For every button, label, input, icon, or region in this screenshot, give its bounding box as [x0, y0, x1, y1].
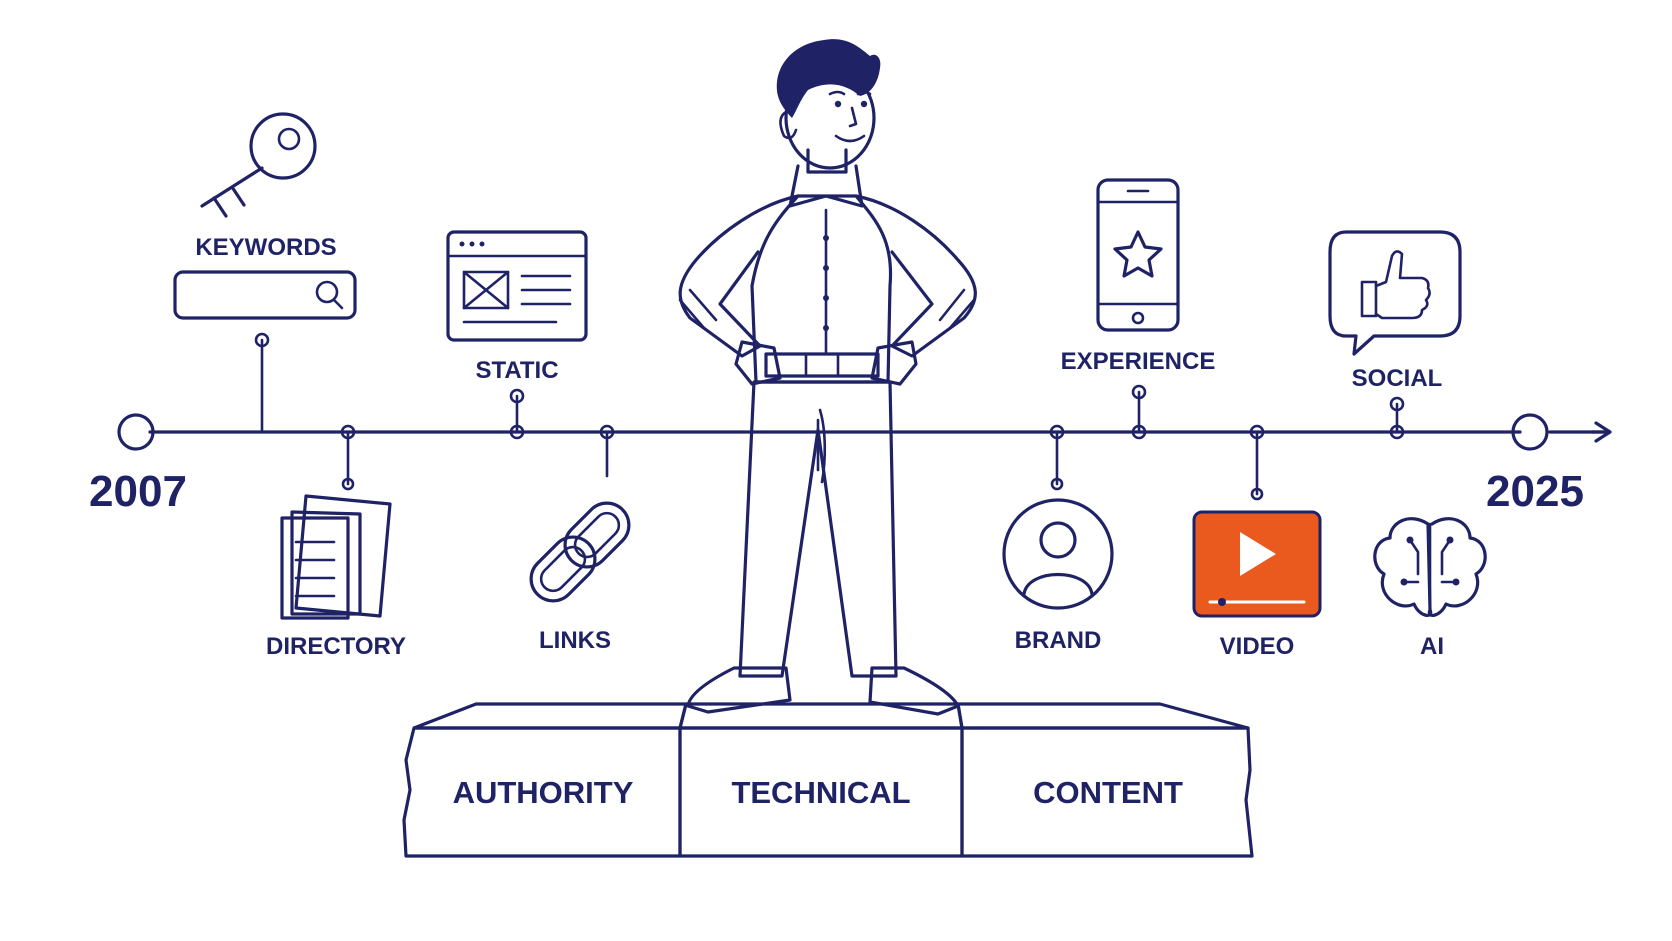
video-play-icon	[1192, 510, 1322, 618]
milestone-keywords: KEYWORDS	[173, 112, 357, 320]
ear	[779, 110, 798, 140]
label-brand: BRAND	[1015, 627, 1102, 654]
user-avatar-icon	[1002, 498, 1114, 610]
label-keywords: KEYWORDS	[195, 234, 336, 261]
timeline: 2007 2025	[89, 413, 1612, 516]
pedestal: AUTHORITY TECHNICAL CONTENT	[402, 702, 1254, 858]
right-shoe	[868, 666, 960, 716]
milestone-experience: EXPERIENCE	[1061, 178, 1216, 375]
belt	[764, 352, 880, 378]
label-links: LINKS	[539, 627, 611, 654]
documents-icon	[280, 494, 392, 620]
smile	[834, 134, 866, 143]
start-year: 2007	[89, 467, 187, 516]
milestone-ai: AI	[1373, 517, 1487, 660]
timeline-start-node	[117, 413, 155, 451]
trousers	[738, 380, 898, 678]
smartphone-star-icon	[1096, 178, 1180, 332]
standing-man-illustration	[678, 39, 977, 716]
thumbs-up-bubble-icon	[1328, 230, 1462, 356]
chain-link-icon	[529, 501, 631, 603]
label-static: STATIC	[475, 357, 558, 384]
end-year: 2025	[1486, 467, 1584, 516]
milestone-static: STATIC	[446, 230, 588, 384]
collar	[788, 164, 864, 208]
search-bar-icon	[173, 270, 357, 320]
milestone-video: VIDEO	[1192, 510, 1322, 660]
milestone-social: SOCIAL	[1328, 230, 1462, 392]
timeline-end-node	[1511, 413, 1549, 451]
block-label-technical: TECHNICAL	[731, 775, 910, 810]
left-shoe	[686, 666, 792, 714]
right-hand	[870, 340, 918, 386]
key-icon	[200, 112, 317, 218]
milestone-brand: BRAND	[1002, 498, 1114, 654]
milestone-links: LINKS	[529, 501, 631, 654]
eye-left	[834, 100, 842, 108]
label-social: SOCIAL	[1352, 365, 1443, 392]
label-experience: EXPERIENCE	[1061, 348, 1216, 375]
eye-right	[860, 100, 868, 108]
webpage-icon	[446, 230, 588, 342]
brain-circuit-icon	[1373, 517, 1487, 617]
hair	[776, 39, 881, 118]
milestone-directory: DIRECTORY	[266, 494, 406, 660]
milestone-connectors	[254, 332, 1405, 501]
label-ai: AI	[1420, 633, 1444, 660]
belt-buckle	[804, 352, 840, 378]
label-video: VIDEO	[1220, 633, 1295, 660]
label-directory: DIRECTORY	[266, 633, 406, 660]
block-label-content: CONTENT	[1033, 775, 1183, 810]
left-hand	[734, 340, 782, 386]
block-label-authority: AUTHORITY	[453, 775, 634, 810]
pedestal-block-content	[960, 726, 1254, 858]
